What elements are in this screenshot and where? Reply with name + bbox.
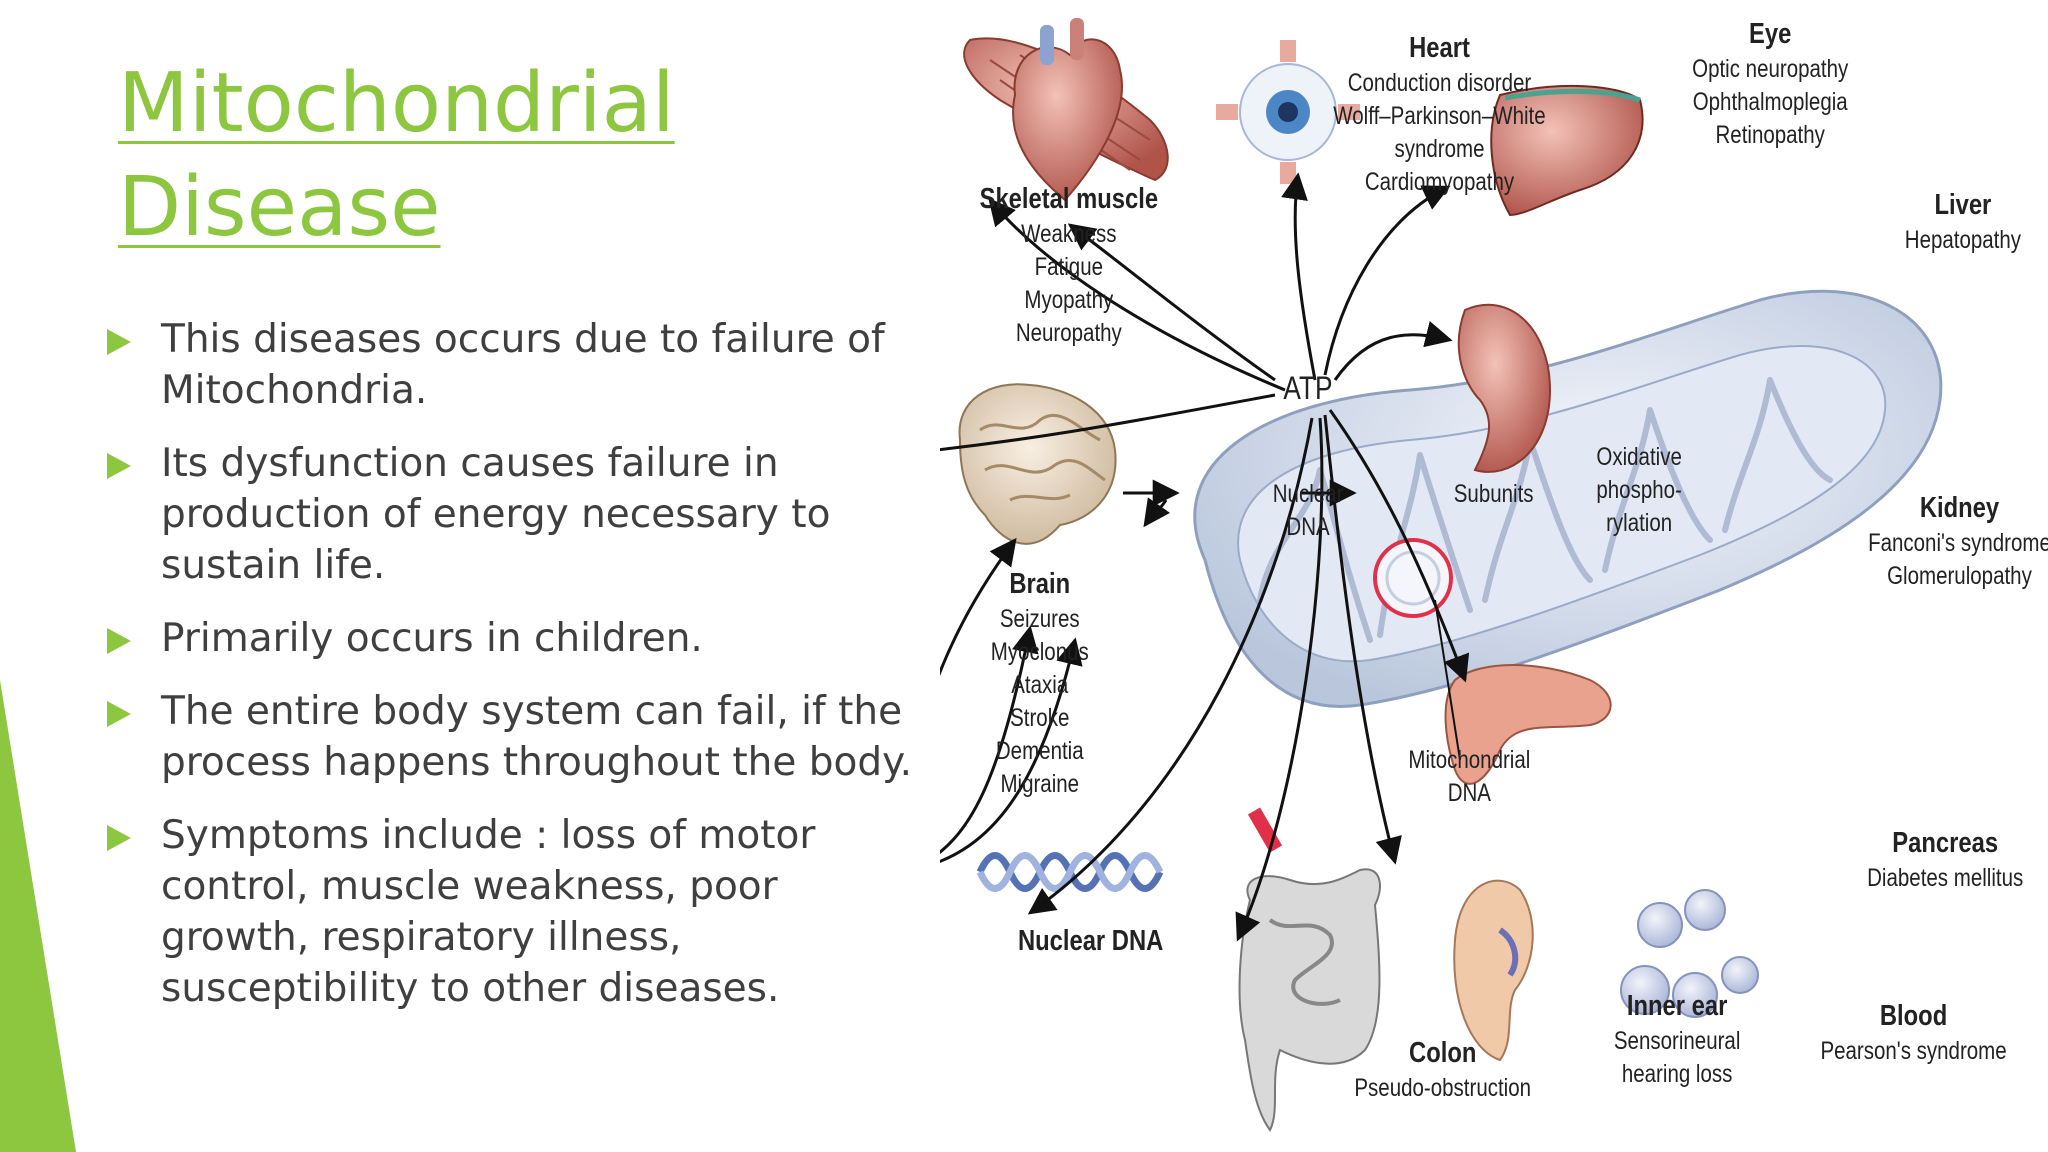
inner-ear-label: Inner ear Sensorineural hearing loss xyxy=(1613,990,1741,1088)
slide-title[interactable]: Mitochondrial Disease xyxy=(118,52,675,260)
bullet-text: Its dysfunction causes failure in produc… xyxy=(161,441,831,588)
pancreas-label: Pancreas Diabetes mellitus xyxy=(1867,827,2024,892)
liver-illustration xyxy=(1490,84,1644,217)
blood-cells-illustration xyxy=(1620,889,1759,1018)
subunits-label: Subunits xyxy=(1453,480,1534,508)
diagram-artwork xyxy=(940,18,1943,1132)
liver-label: Liver Hepatopathy xyxy=(1904,189,2022,254)
bottom-nuclear-dna-label: Nuclear DNA xyxy=(1017,925,1164,957)
eye-label: Eye Optic neuropathy Ophthalmoplegia Ret… xyxy=(1692,18,1849,149)
bullet-item: Primarily occurs in children. xyxy=(105,613,935,664)
blood-label: Blood Pearson's syndrome xyxy=(1820,1000,2007,1065)
bullet-item: Its dysfunction causes failure in produc… xyxy=(105,438,935,591)
heart-label: Heart Conduction disorder Wolff–Parkinso… xyxy=(1333,32,1546,196)
mito-dna-label: Mitochondrial DNA xyxy=(1408,746,1531,807)
bullet-item: Symptoms include : loss of motor control… xyxy=(105,810,935,1014)
bullet-arrow-icon xyxy=(107,329,131,355)
atp-label: ATP xyxy=(1283,370,1333,406)
eye-illustration xyxy=(1216,40,1360,184)
bullet-list: This diseases occurs due to failure of M… xyxy=(105,314,935,1036)
bullet-text: Symptoms include : loss of motor control… xyxy=(161,813,816,1011)
inner-ear-illustration xyxy=(1453,879,1534,1062)
nuclear-dna-illustration xyxy=(976,852,1164,892)
nuclear-dna-center-label: Nuclear DNA xyxy=(1272,480,1344,541)
title-line-2: Disease xyxy=(118,160,441,255)
kidney-label: Kidney Fanconi's syndrome Glomerulopathy xyxy=(1868,492,2048,590)
bullet-arrow-icon xyxy=(107,825,131,851)
bullet-text: The entire body system can fail, if the … xyxy=(161,689,913,785)
bullet-arrow-icon xyxy=(107,453,131,479)
colon-label: Colon Pseudo-obstruction xyxy=(1354,1037,1532,1102)
bullet-arrow-icon xyxy=(107,628,131,654)
colon-illustration xyxy=(1238,868,1381,1132)
heart-illustration xyxy=(1012,18,1123,202)
bullet-text: This diseases occurs due to failure of M… xyxy=(161,317,885,413)
brain-label: Brain Seizures Myoclonus Ataxia Stroke D… xyxy=(990,568,1089,798)
accent-bar xyxy=(0,680,76,1152)
pancreas-illustration xyxy=(1444,664,1612,785)
bullet-item: The entire body system can fail, if the … xyxy=(105,686,935,788)
bullet-text: Primarily occurs in children. xyxy=(161,616,703,661)
oxphos-label: Oxidative phospho- rylation xyxy=(1596,443,1682,537)
internal-arrows xyxy=(940,479,1357,863)
atp-arrows xyxy=(940,172,1470,942)
mitochondria-diagram: ATP Nuclear DNA Subunits Oxidative phosp… xyxy=(940,0,2048,1152)
skeletal-muscle-label: Skeletal muscle Weakness Fatigue Myopath… xyxy=(979,183,1159,347)
bullet-arrow-icon xyxy=(107,701,131,727)
bullet-item: This diseases occurs due to failure of M… xyxy=(105,314,935,416)
brain-illustration xyxy=(958,383,1117,545)
kidney-illustration xyxy=(1457,303,1552,473)
title-line-1: Mitochondrial xyxy=(118,56,675,151)
